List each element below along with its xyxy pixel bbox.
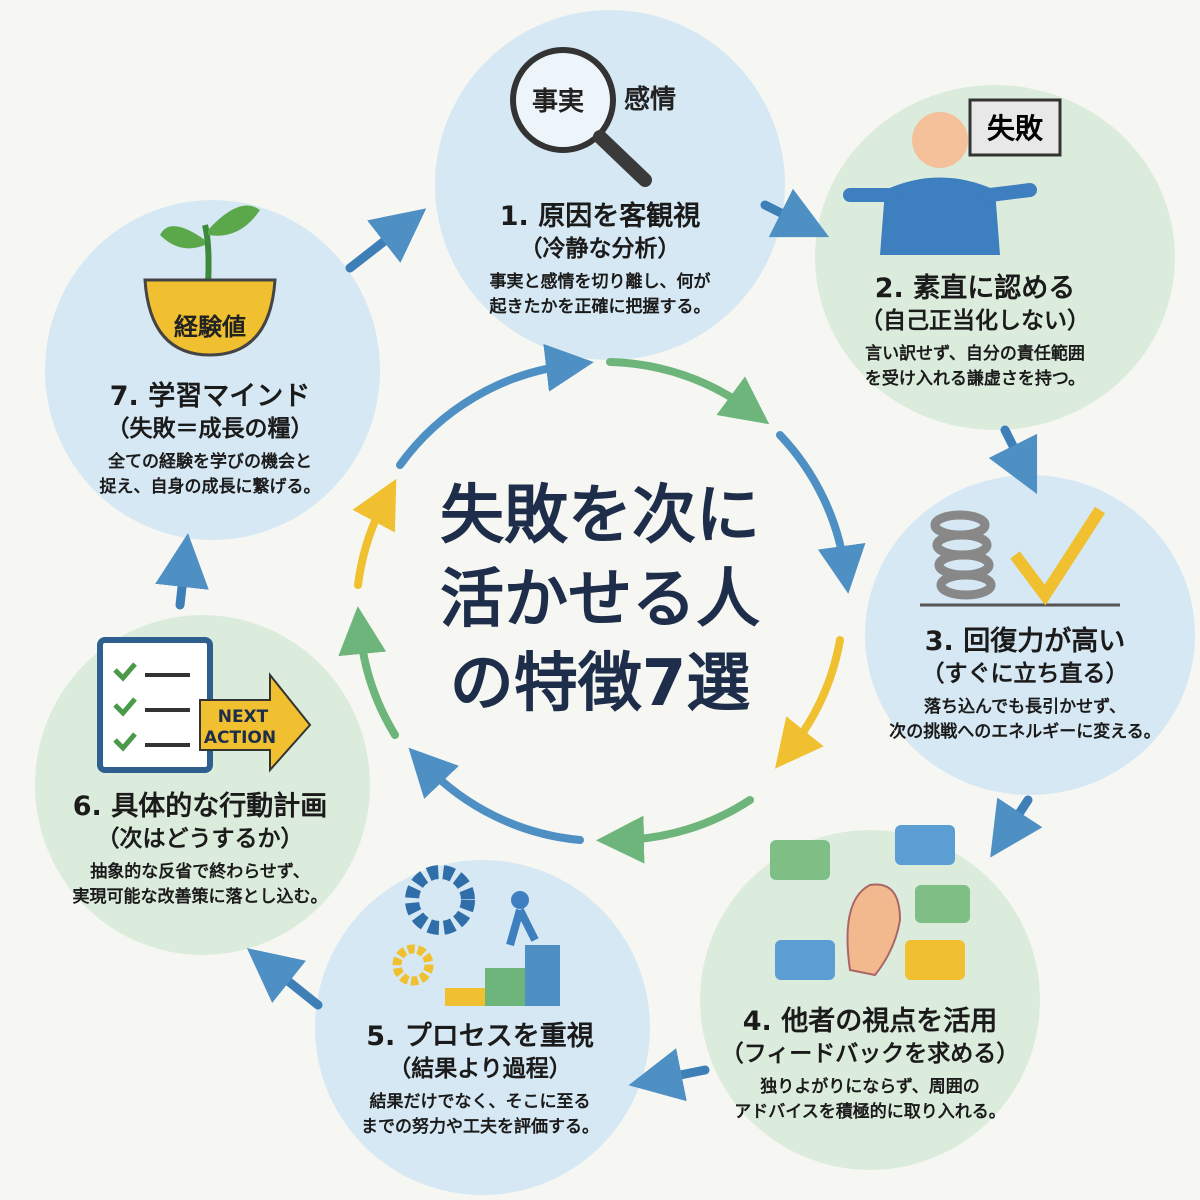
item-desc: 独りよがりにならず、周囲の: [760, 1077, 980, 1097]
item-subtitle: （自己正当化しない）: [860, 308, 1090, 334]
icon-label-emotion: 感情: [624, 85, 676, 115]
icon-label-fact: 事実: [532, 86, 584, 117]
item-subtitle: （失敗＝成長の糧）: [106, 416, 314, 442]
item-4: 4. 他者の視点を活用 （フィードバックを求める） 独りよがりにならず、周囲のア…: [721, 1005, 1020, 1125]
item-2: 2. 素直に認める （自己正当化しない） 言い訳せず、自分の責任範囲を受け入れる…: [860, 272, 1090, 392]
item-subtitle: （次はどうするか）: [96, 826, 304, 852]
ring-arrow-blue-top: [396, 343, 594, 469]
ring-arrow-green-top: [606, 358, 770, 425]
item-desc: アドバイスを積極的に取り入れる。: [734, 1102, 1006, 1122]
ring-arrow-yellow-left: [352, 478, 397, 589]
item-desc: 事実と感情を切り離し、何が: [489, 272, 711, 292]
spring-check-icon: [920, 506, 1120, 607]
svg-text:NEXT: NEXT: [218, 707, 269, 727]
svg-text:失敗: 失敗: [987, 112, 1044, 145]
title-line: 活かせる人: [440, 563, 760, 637]
item-3: 3. 回復力が高い （すぐに立ち直る） 落ち込んでも長引かせず、次の挑戦へのエネ…: [889, 625, 1161, 745]
item-subtitle: （結果より過程）: [388, 1056, 572, 1082]
item-desc: 抽象的な反省で終わらせず、: [90, 862, 310, 882]
item-subtitle: （すぐに立ち直る）: [921, 661, 1129, 687]
outer-arrow-2-3: [988, 425, 1038, 495]
item-title: 5. プロセスを重視: [366, 1021, 594, 1052]
item-desc: 起きたかを正確に把握する。: [489, 297, 711, 317]
circle-7: [45, 200, 380, 540]
circle-3: [865, 475, 1195, 795]
item-desc: 捉え、自身の成長に繋げる。: [99, 477, 321, 497]
title-line: の特徴7選: [449, 647, 751, 721]
main-title: 失敗を次に 活かせる人 の特徴7選: [440, 474, 760, 726]
item-5: 5. プロセスを重視 （結果より過程） 結果だけでなく、そこに至るまでの努力や工…: [361, 1020, 599, 1140]
ring-arrow-yellow-right: [774, 636, 844, 769]
ring-arrow-green-left: [338, 606, 399, 739]
item-title: 3. 回復力が高い: [924, 626, 1126, 657]
outer-arrow-1-2: [760, 188, 830, 238]
circle-5: [315, 860, 650, 1195]
item-desc: 言い訳せず、自分の責任範囲: [865, 344, 1085, 364]
item-title: 6. 具体的な行動計画: [72, 791, 328, 822]
item-title: 2. 素直に認める: [874, 273, 1076, 304]
item-7: 7. 学習マインド （失敗＝成長の糧） 全ての経験を学びの機会と捉え、自身の成長…: [100, 380, 321, 500]
title-line: 失敗を次に: [440, 479, 760, 553]
magnifier-icon: 事実 感情: [510, 47, 676, 187]
person-shrug-icon: 失敗: [843, 98, 1062, 255]
item-subtitle: （フィードバックを求める）: [720, 1041, 1020, 1067]
item-desc: を受け入れる謙虚さを持つ。: [864, 369, 1086, 389]
item-title: 1. 原因を客観視: [499, 201, 701, 232]
outer-arrow-4-5: [628, 1048, 710, 1102]
item-desc: 次の挑戦へのエネルギーに変える。: [889, 722, 1161, 742]
item-subtitle: （冷静な分析）: [519, 236, 681, 262]
item-title: 4. 他者の視点を活用: [742, 1006, 998, 1037]
item-desc: 結果だけでなく、そこに至る: [369, 1092, 591, 1112]
checklist-icon: NEXT ACTION: [97, 637, 312, 773]
outer-arrow-3-4: [990, 795, 1043, 858]
ring-arrow-blue-right: [776, 431, 866, 594]
ear-speech-icon: [770, 825, 970, 980]
item-desc: までの努力や工夫を評価する。: [361, 1117, 599, 1137]
outer-arrow-7-1: [345, 208, 427, 273]
outer-arrow-6-7: [155, 533, 209, 610]
item-title: 7. 学習マインド: [109, 381, 311, 412]
svg-text:経験値: 経験値: [174, 313, 246, 341]
outer-arrow-5-6: [246, 948, 323, 1010]
gear-stairs-icon: [392, 865, 560, 1006]
circle-1: [435, 10, 785, 360]
svg-text:ACTION: ACTION: [204, 728, 276, 748]
item-desc: 全ての経験を学びの機会と: [108, 452, 312, 472]
item-6: 6. 具体的な行動計画 （次はどうするか） 抽象的な反省で終わらせず、実現可能な…: [73, 790, 328, 910]
ring-arrow-blue-bottom: [408, 747, 584, 844]
ring-arrow-green-bottom: [596, 796, 754, 864]
item-1: 1. 原因を客観視 （冷静な分析） 事実と感情を切り離し、何が起きたかを正確に把…: [490, 200, 711, 320]
item-desc: 落ち込んでも長引かせず、: [924, 697, 1126, 717]
item-desc: 実現可能な改善策に落とし込む。: [72, 887, 328, 907]
sprout-pot-icon: 経験値: [143, 205, 277, 357]
